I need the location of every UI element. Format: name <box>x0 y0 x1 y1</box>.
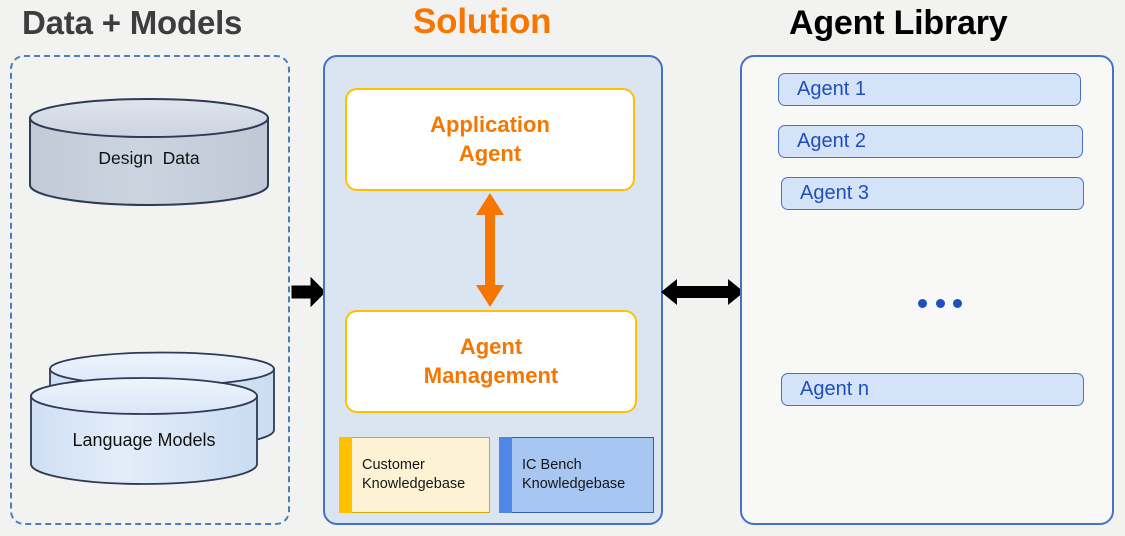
agent-list-item-1[interactable]: Agent 1 <box>778 73 1081 106</box>
agent-management-box[interactable]: Agent Management <box>345 310 637 413</box>
agent-management-line2: Management <box>423 362 559 388</box>
agent-1-label: Agent 1 <box>797 78 866 100</box>
agent-3-label: Agent 3 <box>800 182 869 204</box>
agent-list-item-3[interactable]: Agent 3 <box>781 177 1084 210</box>
agent-2-label: Agent 2 <box>797 130 866 152</box>
design-data-label: Design Data <box>98 148 200 168</box>
language-models-label: Language Models <box>72 430 216 450</box>
arrow-up-down-icon <box>473 193 507 307</box>
application-agent-line2: Agent <box>458 140 522 166</box>
ic-bench-kb-line1: IC Bench <box>522 457 582 474</box>
application-agent-label: Application Agent <box>430 111 550 168</box>
ic-bench-kb-line2: Knowledgebase <box>522 476 626 492</box>
customer-kb-line1: Customer <box>362 457 425 474</box>
stacked-cylinder-shape <box>30 351 275 485</box>
agent-list-item-2[interactable]: Agent 2 <box>778 125 1083 158</box>
agent-library-title: Agent Library <box>789 4 1008 42</box>
solution-title: Solution <box>413 2 552 41</box>
ellipsis-dot <box>953 298 962 308</box>
data-models-panel <box>10 55 290 525</box>
customer-kb-line2: Knowledgebase <box>362 476 466 492</box>
agent-management-line1: Agent <box>459 333 523 359</box>
application-agent-line1: Application <box>430 111 550 137</box>
design-data-cylinder: Design Data <box>28 98 270 206</box>
agent-n-label: Agent n <box>800 378 869 400</box>
customer-knowledgebase-box[interactable]: Customer Knowledgebase <box>339 437 490 513</box>
application-agent-box[interactable]: Application Agent <box>345 88 635 191</box>
ic-bench-kb-label: IC Bench Knowledgebase <box>512 437 654 513</box>
customer-kb-accent-bar <box>339 437 352 513</box>
ic-bench-knowledgebase-box[interactable]: IC Bench Knowledgebase <box>499 437 654 513</box>
language-models-cylinder: Language Models <box>28 351 280 492</box>
data-models-title: Data + Models <box>22 4 243 41</box>
arrow-left-right-icon <box>661 274 744 310</box>
agent-management-label: Agent Management <box>424 333 558 390</box>
ellipsis-icon <box>918 297 962 309</box>
cylinder-shape <box>29 98 269 206</box>
arrow-right-icon <box>291 275 326 309</box>
ellipsis-dot <box>935 298 945 308</box>
ellipsis-dot <box>918 298 927 308</box>
ic-bench-kb-accent-bar <box>499 437 512 513</box>
customer-kb-label: Customer Knowledgebase <box>352 437 490 513</box>
agent-list-item-n[interactable]: Agent n <box>781 373 1084 406</box>
